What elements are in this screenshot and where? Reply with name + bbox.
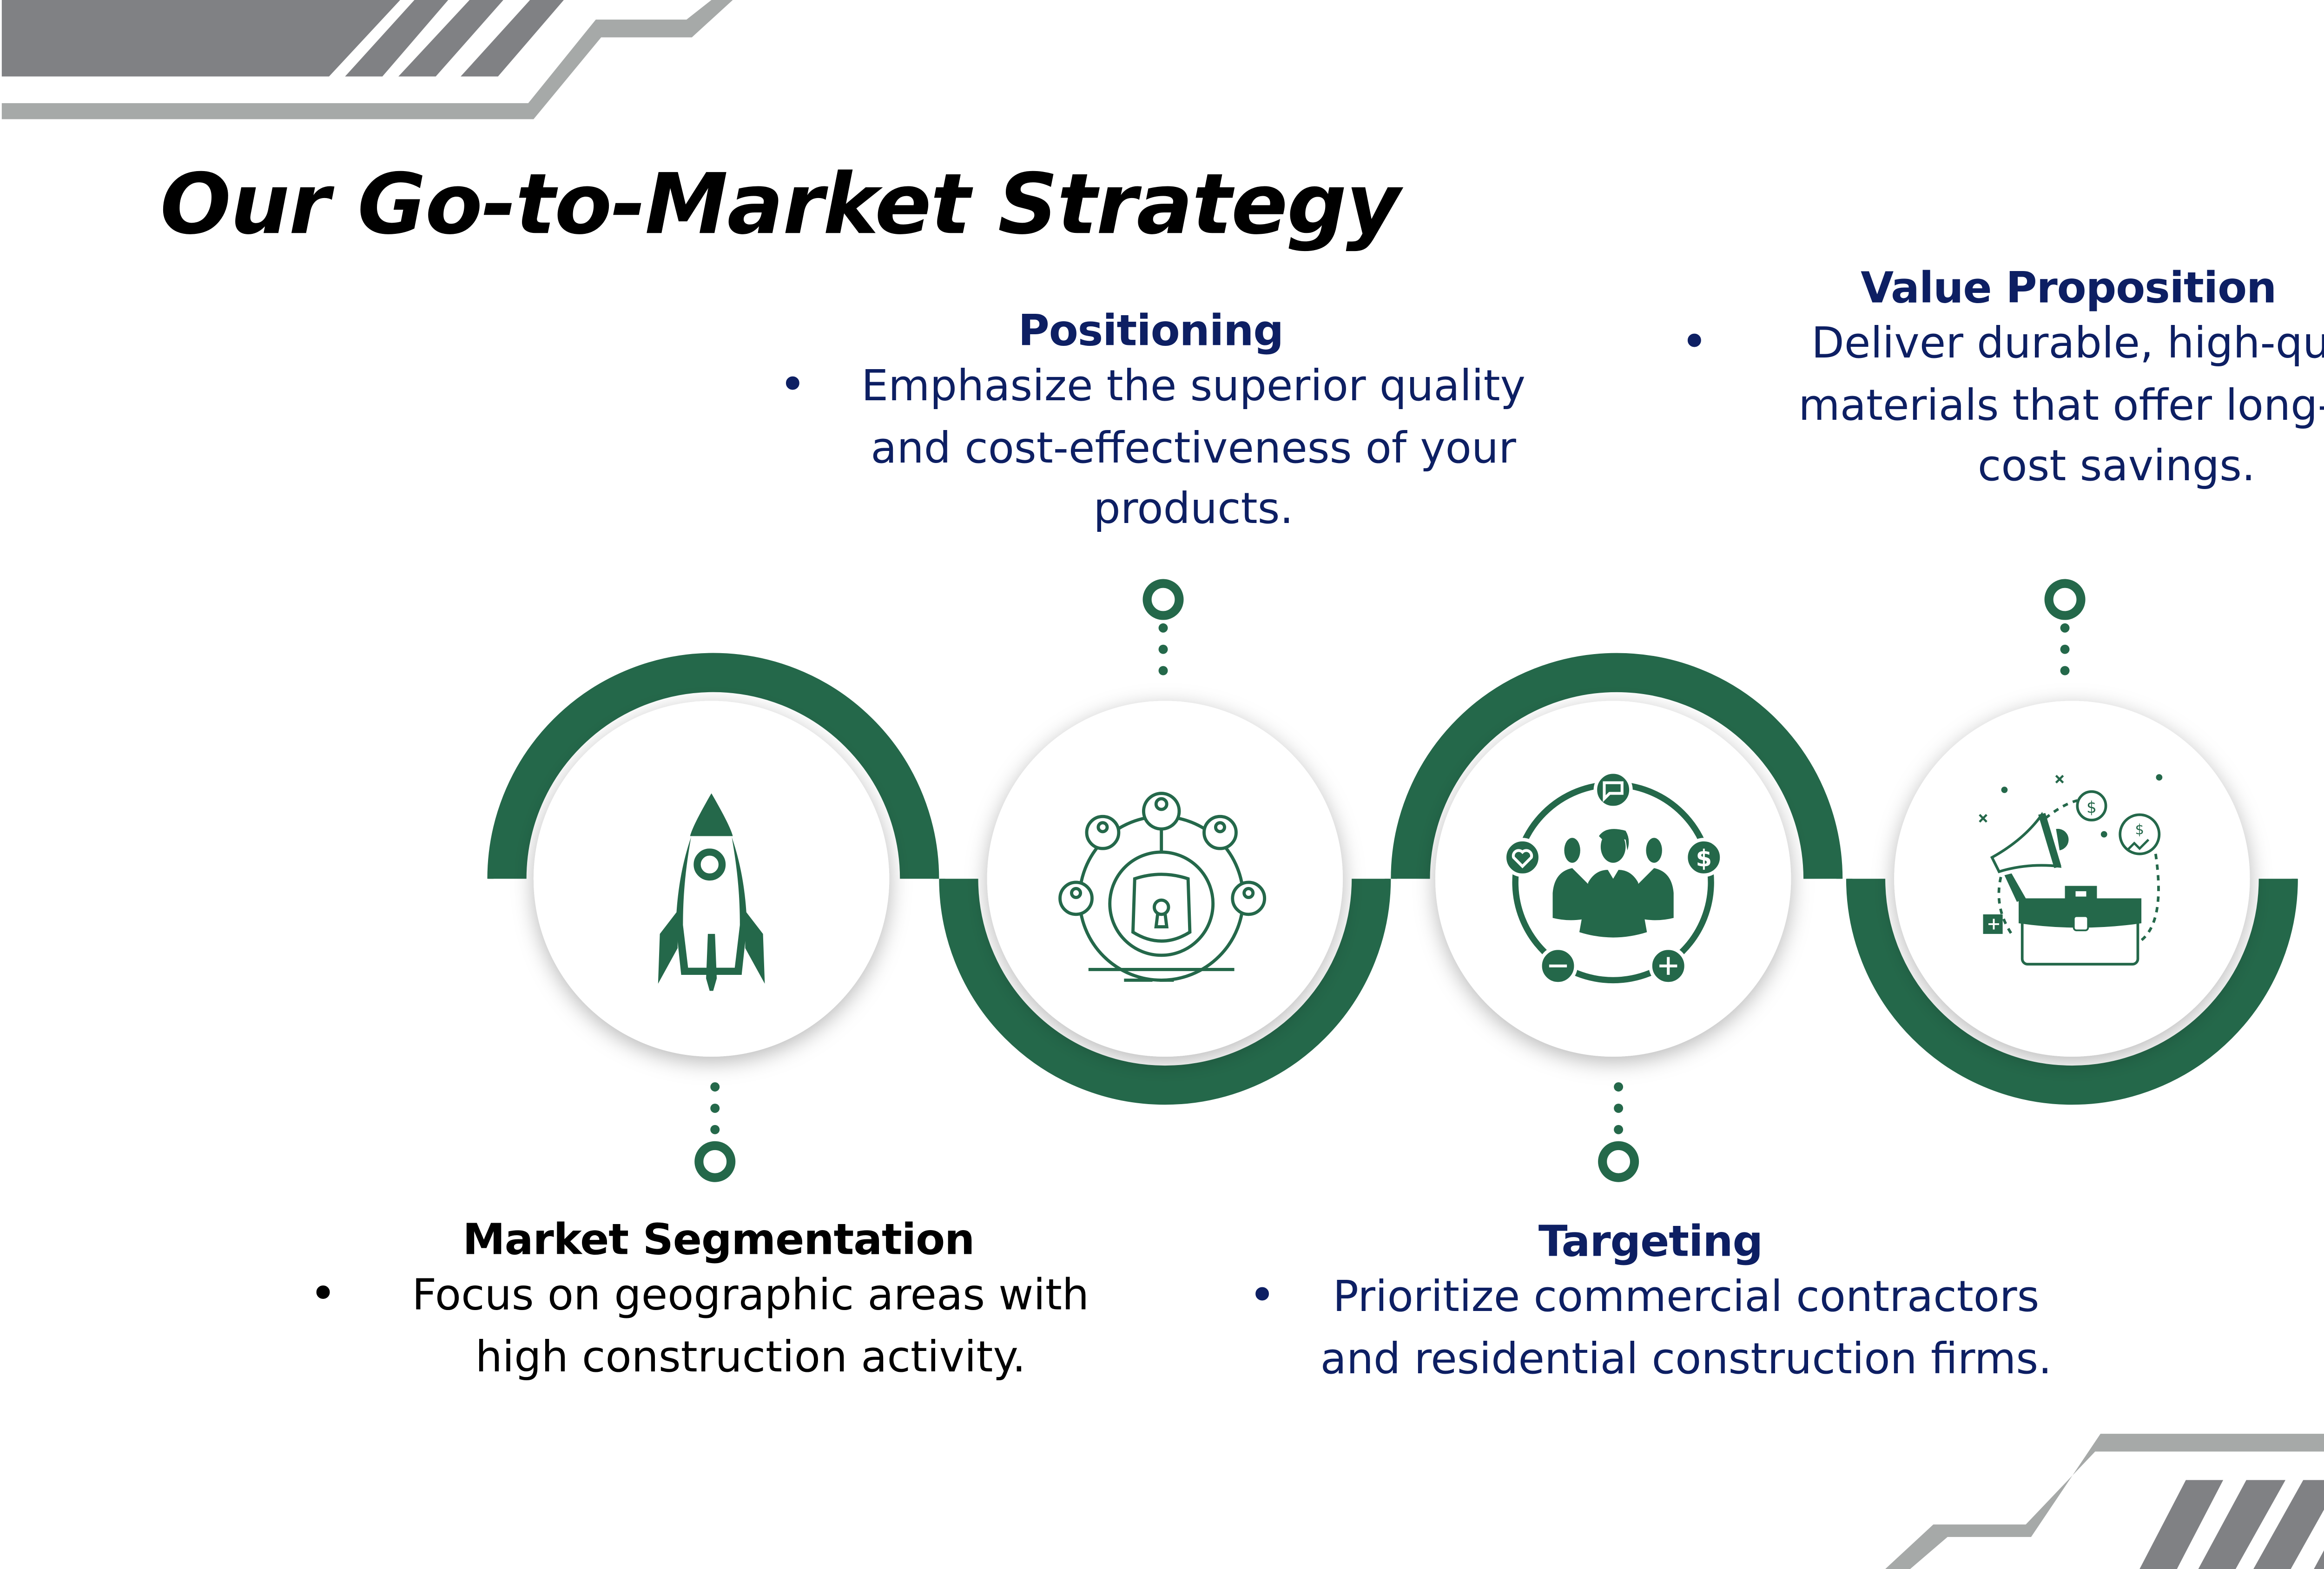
svg-text:$: $ [1696, 845, 1712, 872]
svg-text:$: $ [2135, 822, 2144, 838]
megaphone-briefcase-icon: $ $ [1979, 774, 2163, 966]
step-targeting: Targeting • Prioritize commercial contra… [1241, 1217, 2095, 1389]
step-heading: Targeting [1538, 1217, 1763, 1267]
pin-markers [694, 579, 2086, 1182]
step-value-proposition: Value Proposition • Deliver durable, hig… [1681, 263, 2324, 497]
step-heading: Market Segmentation [462, 1215, 975, 1265]
bottom-right-stripes [1885, 1434, 2324, 1569]
step-heading: Value Proposition [1861, 263, 2277, 313]
top-left-stripes [1, 0, 733, 119]
rocket-icon [658, 793, 765, 991]
step-positioning: Positioning • Emphasize the superior qua… [765, 306, 1565, 540]
pin-positioning [1142, 579, 1184, 675]
bullet-icon: • [779, 359, 806, 413]
bullet-icon: • [1248, 1270, 1276, 1324]
step-circles [533, 701, 2250, 1057]
wave-connector [487, 653, 2298, 1105]
step-description: • Prioritize commercial contractors and … [1241, 1266, 2095, 1389]
step-description: • Emphasize the superior quality and cos… [765, 356, 1565, 540]
step-description: • Focus on geographic areas with high co… [306, 1265, 1142, 1388]
bullet-icon: • [309, 1268, 337, 1322]
pin-value-proposition [2044, 579, 2086, 675]
svg-text:$: $ [2086, 799, 2097, 817]
step-heading: Positioning [1018, 306, 1284, 356]
team-circle-icon: $ [1503, 770, 1723, 986]
step-description: • Deliver durable, high-quality material… [1681, 313, 2324, 497]
globe-shield-network-icon [1058, 792, 1267, 982]
step-market-segmentation: Market Segmentation • Focus on geographi… [306, 1215, 1142, 1387]
pin-targeting [1598, 1082, 1639, 1182]
pin-market-segmentation [694, 1082, 736, 1182]
bullet-icon: • [1681, 317, 1708, 370]
page-title: Our Go-to-Market Strategy [160, 156, 1400, 255]
